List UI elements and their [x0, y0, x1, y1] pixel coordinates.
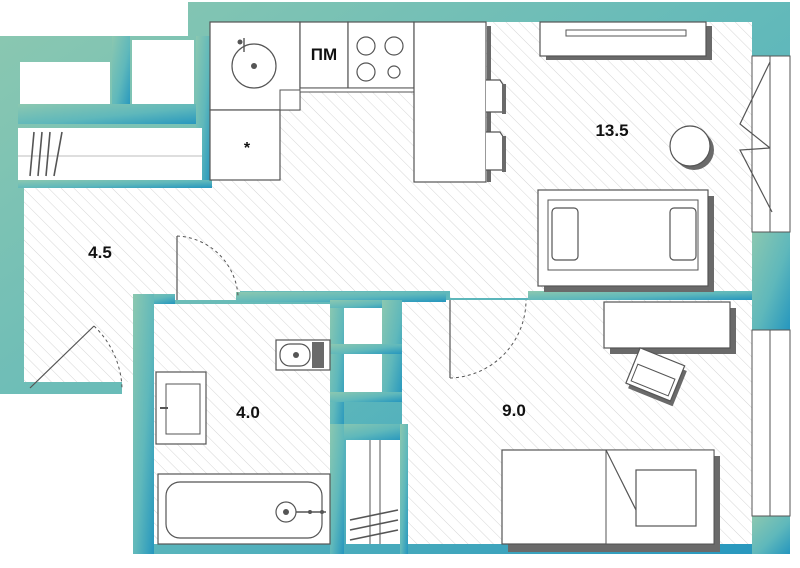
round-table	[669, 125, 714, 170]
area-label-bedroom: 9.0	[502, 401, 526, 420]
hangers-icon	[29, 131, 63, 177]
bar-stool	[486, 131, 506, 172]
window-bedroom	[751, 329, 791, 517]
bathroom-cabinets	[344, 308, 382, 392]
area-label-bathroom: 4.0	[236, 403, 260, 422]
washbasin-icon	[155, 371, 207, 445]
storage-closets	[18, 40, 202, 180]
bathtub-icon	[157, 473, 331, 545]
bathroom-door	[176, 235, 239, 300]
cooktop-icon	[356, 36, 404, 82]
toilet-icon	[275, 339, 331, 371]
bedroom-door	[449, 299, 527, 379]
hangers-icon	[349, 509, 399, 541]
sofa	[537, 189, 714, 292]
sink-icon	[231, 38, 277, 89]
interior-walls	[18, 36, 790, 554]
wardrobe	[346, 440, 400, 544]
bar-stool	[486, 79, 506, 114]
area-label-hallway: 4.5	[88, 243, 112, 262]
tv-unit	[539, 21, 712, 60]
fridge-mark: *	[244, 140, 251, 157]
office-chair	[625, 347, 687, 407]
kitchen: * ПМ	[209, 21, 506, 183]
dishwasher-label: ПМ	[311, 45, 337, 64]
window-living	[739, 55, 791, 233]
entrance-door	[29, 325, 123, 389]
area-label-kitchen-living: 13.5	[595, 121, 628, 140]
bed	[501, 449, 720, 552]
desk	[603, 301, 736, 354]
